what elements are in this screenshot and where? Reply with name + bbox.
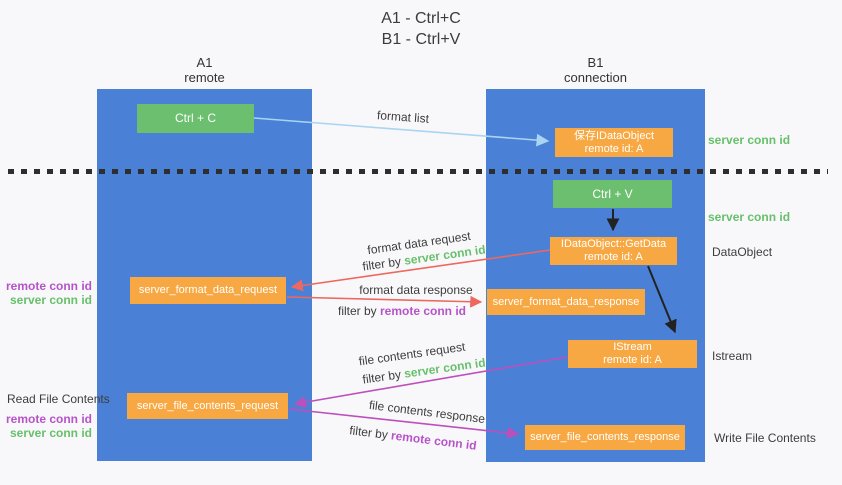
node-istream-line1: IStream (613, 341, 652, 353)
label-write-file-contents: Write File Contents (714, 431, 816, 445)
label-format-list: format list (376, 108, 430, 126)
node-ctrl-v-label: Ctrl + V (592, 186, 633, 201)
node-server-file-contents-request: server_file_contents_request (127, 393, 288, 419)
label-remote-conn-id-left-1: remote conn id (5, 279, 92, 293)
node-idataobject-getdata-line1: IDataObject::GetData (560, 238, 667, 250)
label-server-conn-id-right-2: server conn id (708, 210, 791, 224)
node-server-format-data-request-label: server_format_data_request (138, 284, 278, 296)
label-file-contents-response: file contents response (368, 397, 486, 427)
label-remote-conn-id: remote conn id (390, 428, 478, 453)
arrow-format-data-response (286, 295, 483, 308)
label-server-conn-id-right-1: server conn id (708, 133, 791, 147)
right-lane-header: B1 connection (486, 55, 705, 85)
left-lane-role: remote (184, 70, 225, 85)
label-filter-by-prefix: filter by (361, 366, 406, 387)
right-lane-name: B1 (587, 55, 604, 70)
node-idataobject-getdata-line2: remote id: A (584, 251, 643, 263)
node-server-file-contents-request-label: server_file_contents_request (136, 399, 279, 412)
node-server-file-contents-response-label: server_file_contents_response (530, 431, 680, 443)
node-ctrl-c: Ctrl + C (137, 104, 254, 133)
title-line-1: A1 - Ctrl+C (381, 10, 461, 27)
node-save-dataobject-line2: remote id: A (584, 142, 644, 155)
label-filter-by-prefix: filter by (348, 423, 393, 443)
diagram-title: A1 - Ctrl+C B1 - Ctrl+V (0, 8, 842, 50)
node-save-dataobject-line1: 保存IDataObject (573, 129, 655, 142)
node-server-file-contents-response: server_file_contents_response (525, 425, 685, 450)
node-save-dataobject: 保存IDataObject remote id: A (555, 128, 673, 157)
node-server-format-data-request: server_format_data_request (130, 277, 286, 304)
node-istream-line2: remote id: A (603, 354, 662, 366)
label-remote-conn-id-left-2: remote conn id (5, 412, 92, 426)
label-remote-conn-id: remote conn id (380, 304, 467, 318)
node-server-format-data-response-label: server_format_data_response (492, 295, 640, 308)
node-ctrl-c-label: Ctrl + C (174, 111, 216, 125)
node-idataobject-getdata: IDataObject::GetData remote id: A (550, 237, 677, 265)
label-file-contents-response-filter: filter by remote conn id (349, 423, 478, 452)
label-dataobject: DataObject (712, 245, 773, 259)
phase-separator-dotted-line (8, 169, 828, 174)
label-istream: Istream (712, 349, 753, 363)
label-format-data-response-filter: filter by remote conn id (338, 304, 466, 318)
label-read-file-contents: Read File Contents (7, 392, 110, 406)
node-server-format-data-response: server_format_data_response (487, 289, 645, 315)
left-lane-name: A1 (196, 55, 213, 70)
left-lane-header: A1 remote (97, 55, 312, 85)
node-istream: IStream remote id: A (568, 340, 697, 368)
label-filter-by-prefix: filter by (337, 304, 380, 318)
node-ctrl-v: Ctrl + V (553, 180, 672, 208)
right-lane-role: connection (564, 70, 627, 85)
label-server-conn-id-left-2: server conn id (9, 426, 92, 440)
label-server-conn-id-left-1: server conn id (9, 293, 92, 307)
label-format-data-response: format data response (359, 283, 473, 297)
title-line-2: B1 - Ctrl+V (381, 31, 461, 48)
